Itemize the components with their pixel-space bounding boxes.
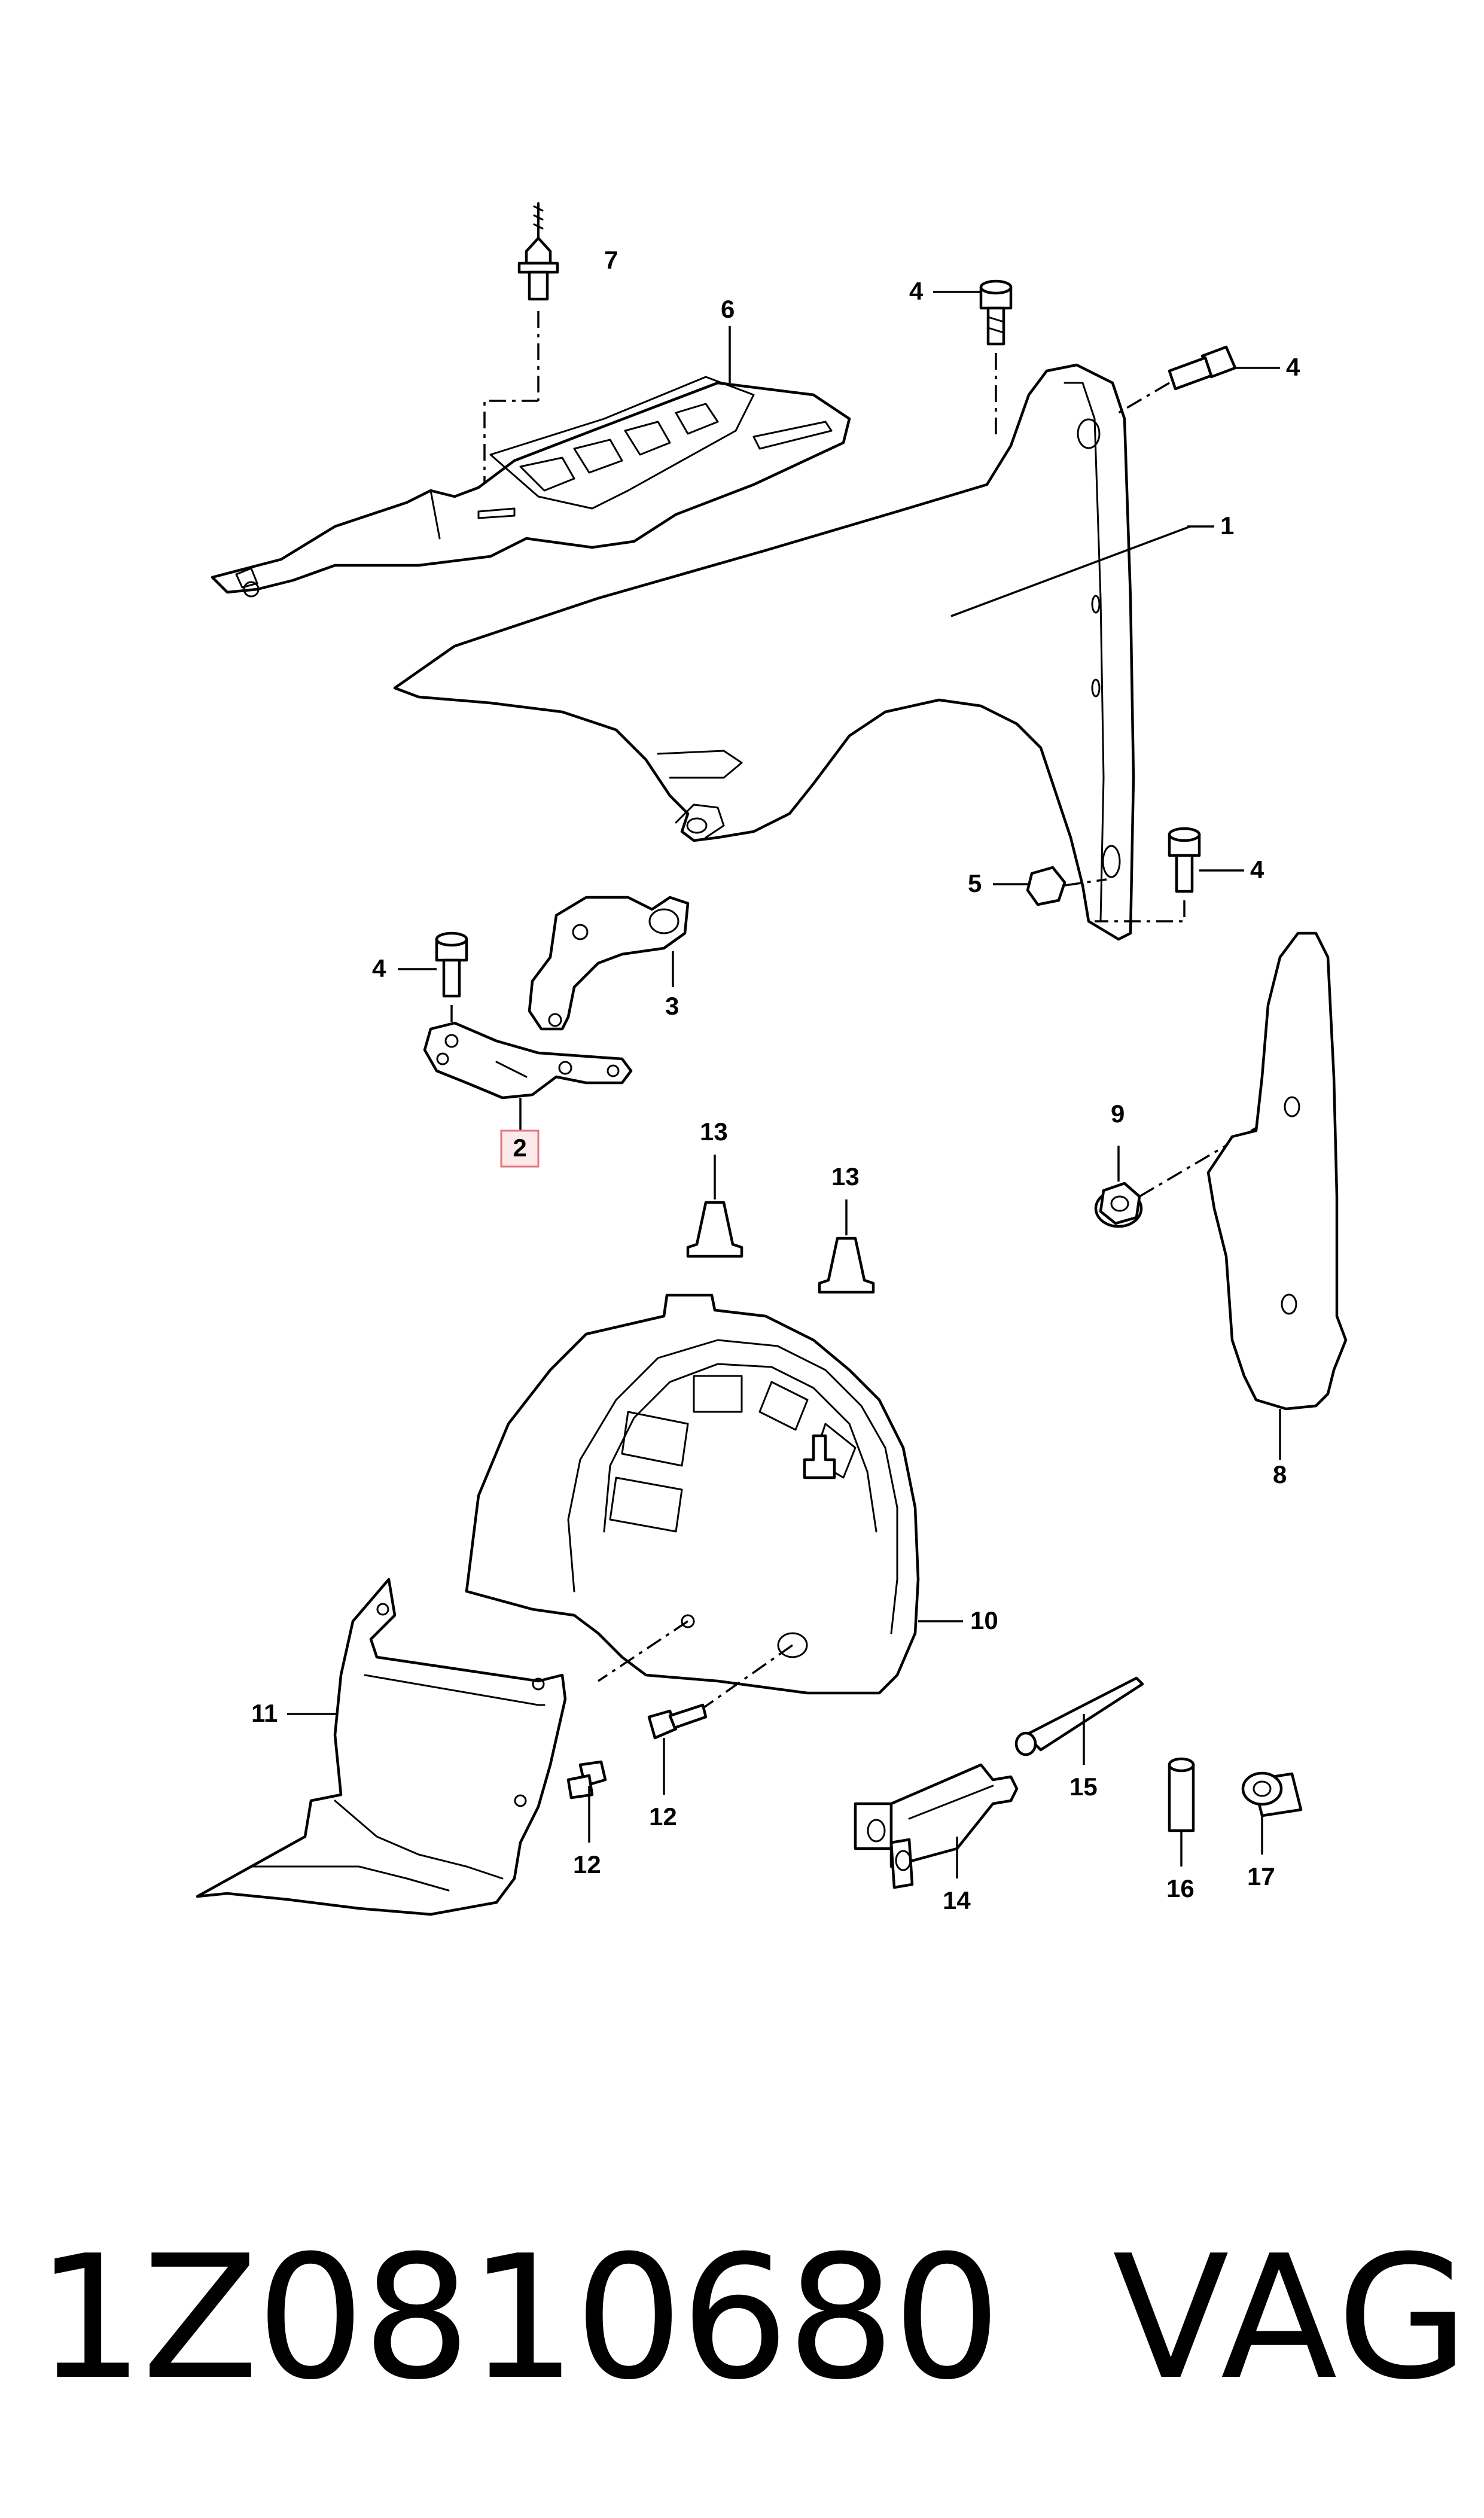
callout-13-right: 13	[831, 1162, 860, 1191]
callout-6: 6	[721, 295, 735, 323]
part-4-bolt-right	[1118, 345, 1280, 414]
part-2-bracket	[423, 1021, 633, 1131]
callout-12-lower: 12	[573, 1850, 601, 1878]
part-12-bolt-upper	[647, 1703, 708, 1795]
part-3-bracket	[528, 896, 690, 1031]
callout-15: 15	[1069, 1773, 1098, 1801]
callout-13-left: 13	[700, 1118, 728, 1146]
callout-16: 16	[1166, 1874, 1194, 1902]
callout-4-lower-right: 4	[1250, 855, 1264, 884]
part-9-flange-nut	[1094, 1106, 1293, 1228]
callout-1: 1	[1220, 511, 1234, 540]
callout-8: 8	[1273, 1460, 1287, 1488]
part-14-connector	[854, 1763, 1019, 1889]
part-13-clip-right	[818, 1199, 875, 1294]
callout-2-highlight-box	[500, 1129, 540, 1168]
part-4-bolt-top	[933, 279, 1013, 437]
callout-4-right: 4	[1286, 353, 1300, 381]
callout-labels: 1 3 4 4 4 4 5 6 7 8 9 10 11 12 12 13 13 …	[251, 246, 1300, 1914]
part-number-label: 1Z0810680	[36, 2219, 1001, 2417]
part-1-front-fender	[393, 363, 1214, 941]
part-7-screw	[483, 202, 559, 485]
part-17-sleeve	[1241, 1771, 1303, 1855]
part-8-seal-panel	[1206, 931, 1348, 1460]
callout-2: 2	[513, 1134, 526, 1162]
callout-10: 10	[970, 1606, 998, 1634]
part-13-clip-left	[686, 1155, 743, 1258]
part-10-wheel-housing-liner	[465, 1293, 963, 1724]
part-6-mounting-bracket	[211, 326, 851, 598]
callout-11: 11	[251, 1699, 278, 1727]
callout-4-top: 4	[909, 277, 924, 305]
part-4-bolt-left	[398, 931, 468, 1029]
callout-12-upper: 12	[649, 1803, 677, 1831]
part-12-bolt-lower	[566, 1760, 607, 1843]
callout-7: 7	[604, 246, 618, 274]
callout-4-left: 4	[372, 954, 386, 982]
callout-5: 5	[968, 869, 982, 897]
brand-label: VAG	[1113, 2219, 1471, 2417]
callout-3: 3	[665, 992, 679, 1020]
callout-17: 17	[1247, 1862, 1275, 1890]
part-11-liner-extension	[196, 1578, 567, 1916]
part-5-nut	[993, 866, 1107, 906]
callout-9: 9	[1111, 1100, 1125, 1128]
part-16-pin	[1168, 1757, 1195, 1867]
part-15-probe	[1014, 1676, 1144, 1765]
callout-14: 14	[943, 1886, 971, 1914]
part-4-bolt-lower-right	[1095, 827, 1244, 922]
